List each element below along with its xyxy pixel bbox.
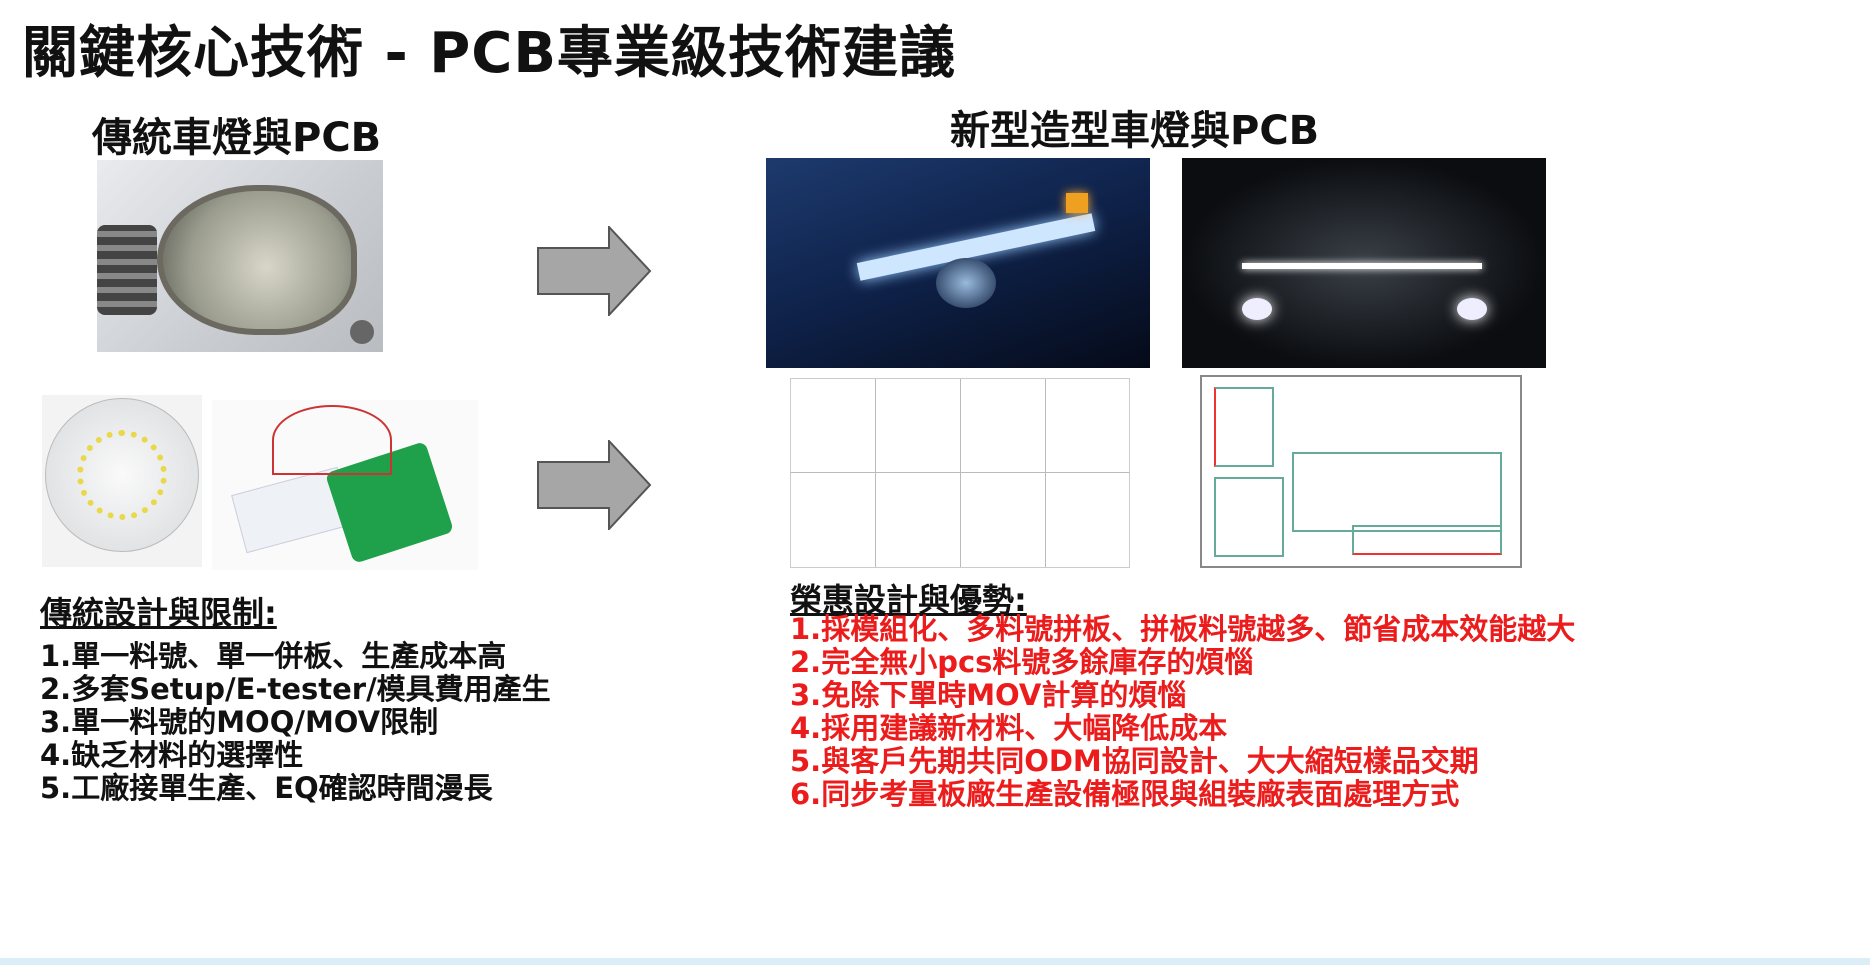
list-item: 1.採模組化、多料號拼板、拼板料號越多、節省成本效能越大 [790,612,1576,646]
bottom-divider [0,958,1870,965]
slide-title: 關鍵核心技術 - PCB專業級技術建議 [22,21,957,86]
list-item: 3.免除下單時MOV計算的煩惱 [790,678,1187,712]
multi-part-panel-drawing [790,378,1130,568]
arrow-right-icon [537,440,652,530]
led-module-pcb-image [212,400,478,570]
list-item: 4.缺乏材料的選擇性 [40,738,304,772]
left-subtitle: 傳統車燈與PCB [92,115,382,161]
list-item: 5.工廠接單生產、EQ確認時間漫長 [40,771,493,805]
left-heading: 傳統設計與限制: [40,594,277,632]
panelized-layout-drawing [1200,375,1522,568]
list-item: 2.多套Setup/E-tester/模具費用產生 [40,672,551,706]
round-led-pcb-image [42,395,202,567]
list-item: 5.與客戶先期共同ODM協同設計、大大縮短樣品交期 [790,744,1479,778]
arrow-right-icon [537,226,652,316]
left-list: 1.單一料號、單一併板、生產成本高 2.多套Setup/E-tester/模具費… [40,640,551,805]
new-headlight-image [766,158,1150,368]
list-item: 4.採用建議新材料、大幅降低成本 [790,711,1228,745]
list-item: 3.單一料號的MOQ/MOV限制 [40,705,439,739]
traditional-headlight-image [97,160,383,352]
right-subtitle: 新型造型車燈與PCB [950,108,1320,154]
list-item: 6.同步考量板廠生產設備極限與組裝廠表面處理方式 [790,777,1460,811]
list-item: 1.單一料號、單一併板、生產成本高 [40,639,507,673]
right-list: 1.採模組化、多料號拼板、拼板料號越多、節省成本效能越大 2.完全無小pcs料號… [790,613,1575,811]
edit-icon [350,320,374,344]
list-item: 2.完全無小pcs料號多餘庫存的煩惱 [790,645,1254,679]
right-heading: 榮惠設計與優勢: [790,581,1027,619]
new-suv-front-image [1182,158,1546,368]
